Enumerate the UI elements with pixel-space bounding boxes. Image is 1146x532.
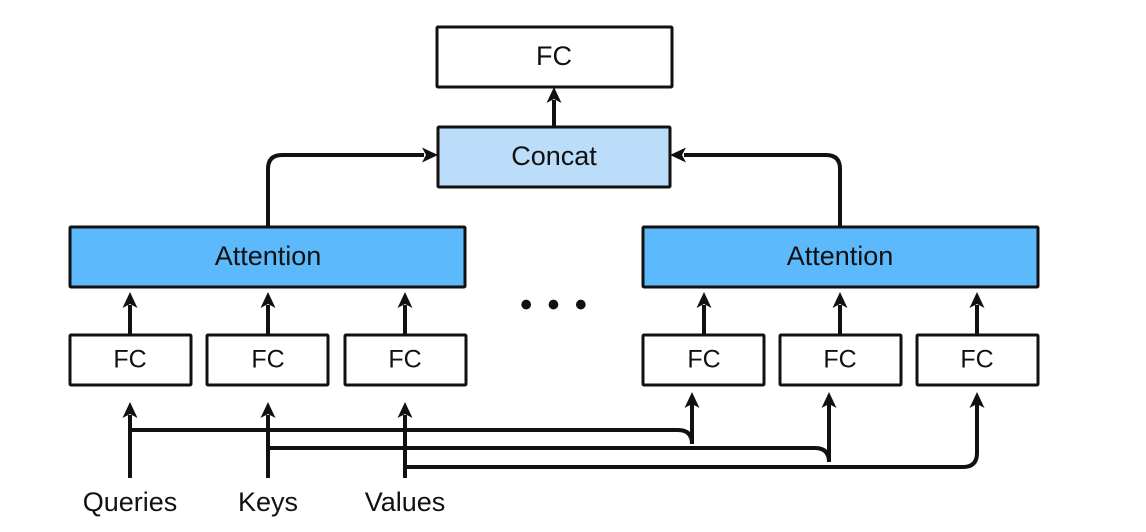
fc-left-queries-label: FC bbox=[113, 346, 146, 374]
attention-left-label: Attention bbox=[215, 241, 322, 271]
fc-left-keys-label: FC bbox=[251, 346, 284, 374]
input-label-values: Values bbox=[365, 487, 446, 517]
wire-keys-trunk bbox=[260, 392, 837, 478]
wire-left-attention-to-concat bbox=[266, 147, 438, 227]
node-fc-right-queries[interactable]: FC bbox=[641, 333, 766, 387]
fc-left-values-label: FC bbox=[388, 346, 421, 374]
wire-concat-to-output-fc bbox=[546, 87, 562, 127]
input-label-keys: Keys bbox=[238, 487, 298, 517]
node-fc-left-keys[interactable]: FC bbox=[205, 333, 330, 387]
arrowhead-queries-left bbox=[122, 402, 138, 418]
node-attention-right[interactable]: Attention bbox=[641, 225, 1040, 289]
fc-right-values-label: FC bbox=[960, 346, 993, 374]
arrowhead-queries-right bbox=[684, 392, 700, 408]
attention-right-label: Attention bbox=[787, 241, 894, 271]
wire-right-attention-to-concat bbox=[670, 147, 842, 227]
arrowhead-keys-left bbox=[260, 402, 276, 418]
node-fc-left-queries[interactable]: FC bbox=[68, 333, 193, 387]
fc-right-keys-label: FC bbox=[823, 346, 856, 374]
arrowhead-values-left bbox=[397, 402, 413, 418]
wires-left-fc-to-attention bbox=[122, 292, 413, 335]
arrowhead-concat-left bbox=[422, 147, 438, 163]
wire-values-trunk bbox=[397, 392, 985, 478]
input-label-queries: Queries bbox=[83, 487, 178, 517]
node-fc-right-values[interactable]: FC bbox=[915, 333, 1040, 387]
node-attention-left[interactable]: Attention bbox=[68, 225, 467, 289]
node-output-fc[interactable]: FC bbox=[435, 25, 674, 89]
arrowhead-values-right bbox=[969, 392, 985, 408]
wires-right-fc-to-attention bbox=[696, 292, 985, 335]
arrowhead-output-fc bbox=[546, 87, 562, 103]
heads-ellipsis: • • • bbox=[520, 286, 590, 324]
fc-right-queries-label: FC bbox=[687, 346, 720, 374]
wire-queries-trunk bbox=[122, 392, 700, 478]
node-concat[interactable]: Concat bbox=[436, 125, 672, 189]
concat-label: Concat bbox=[511, 141, 597, 171]
arrowhead-keys-right bbox=[821, 392, 837, 408]
node-fc-left-values[interactable]: FC bbox=[343, 333, 468, 387]
node-fc-right-keys[interactable]: FC bbox=[778, 333, 903, 387]
arrowhead-concat-right bbox=[670, 147, 686, 163]
output-fc-label: FC bbox=[536, 41, 572, 71]
